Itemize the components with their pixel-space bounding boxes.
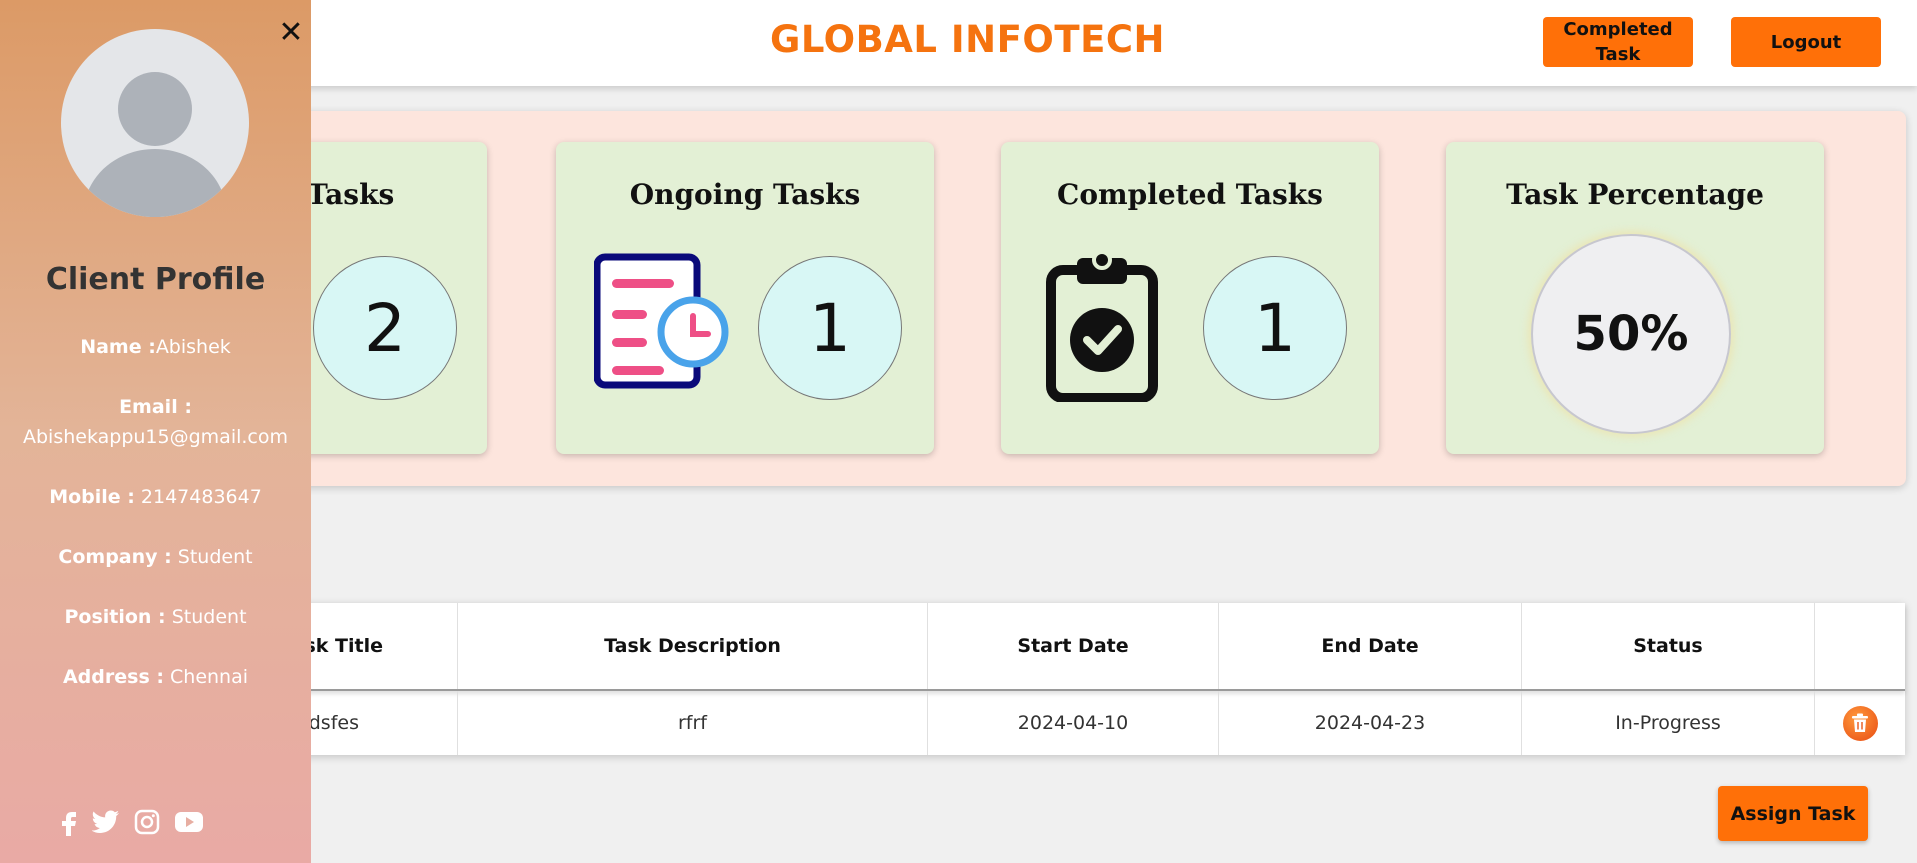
- social-links: [60, 808, 204, 840]
- cell-actions: [1815, 691, 1905, 755]
- profile-name: Name :Abishek: [80, 336, 231, 358]
- youtube-icon[interactable]: [174, 811, 204, 837]
- top-header: GLOBAL INFOTECH Completed Task Logout: [0, 0, 1917, 86]
- header-status: Status: [1522, 603, 1815, 689]
- facebook-icon[interactable]: [60, 808, 78, 840]
- cell-start-date: 2024-04-10: [928, 691, 1219, 755]
- logout-button[interactable]: Logout: [1731, 17, 1881, 67]
- profile-address: Address : Chennai: [62, 666, 249, 688]
- card-title: Task Percentage: [1506, 178, 1764, 211]
- profile-email: Email :Abishekappu15@gmail.com: [22, 396, 288, 448]
- ongoing-tasks-count: 1: [758, 256, 902, 400]
- completed-tasks-count: 1: [1203, 256, 1347, 400]
- delete-task-button[interactable]: [1842, 705, 1878, 741]
- completed-tasks-card: Completed Tasks 1: [1001, 142, 1379, 454]
- document-clock-icon: [594, 253, 729, 389]
- header-task-description: Task Description: [458, 603, 928, 689]
- trash-icon: [1852, 713, 1868, 732]
- completed-task-button[interactable]: Completed Task: [1543, 17, 1693, 67]
- task-table: sk Title Task Description Start Date End…: [250, 603, 1905, 755]
- avatar: [61, 29, 249, 217]
- table-header: sk Title Task Description Start Date End…: [250, 603, 1905, 691]
- card-title: Ongoing Tasks: [629, 178, 861, 211]
- cell-status: In-Progress: [1522, 691, 1815, 755]
- task-percentage-card: Task Percentage 50%: [1446, 142, 1824, 454]
- cell-task-title: dsfes: [250, 691, 458, 755]
- card-title: Completed Tasks: [1057, 178, 1323, 211]
- profile-title: Client Profile: [45, 262, 266, 297]
- profile-mobile: Mobile : 2147483647: [49, 486, 262, 508]
- cell-task-description: rfrf: [458, 691, 928, 755]
- table-row: dsfes rfrf 2024-04-10 2024-04-23 In-Prog…: [250, 691, 1905, 755]
- cell-end-date: 2024-04-23: [1219, 691, 1522, 755]
- clipboard-check-icon: [1046, 252, 1158, 402]
- assign-task-button[interactable]: Assign Task: [1718, 786, 1868, 841]
- twitter-icon[interactable]: [91, 810, 120, 838]
- client-profile-sidebar: ✕ Client Profile Name :Abishek Email :Ab…: [0, 0, 311, 863]
- header-actions: [1815, 603, 1905, 689]
- task-percentage-value: 50%: [1531, 234, 1731, 434]
- user-avatar-icon: [83, 72, 227, 217]
- ongoing-tasks-card: Ongoing Tasks 1: [556, 142, 934, 454]
- profile-company: Company : Student: [58, 546, 253, 568]
- profile-position: Position : Student: [64, 606, 247, 628]
- brand-title: GLOBAL INFOTECH: [770, 18, 1165, 61]
- card-title: Tasks: [307, 178, 395, 211]
- instagram-icon[interactable]: [134, 809, 160, 839]
- total-tasks-count: 2: [313, 256, 457, 400]
- header-start-date: Start Date: [928, 603, 1219, 689]
- header-task-title: sk Title: [250, 603, 458, 689]
- header-end-date: End Date: [1219, 603, 1522, 689]
- close-icon[interactable]: ✕: [278, 15, 304, 50]
